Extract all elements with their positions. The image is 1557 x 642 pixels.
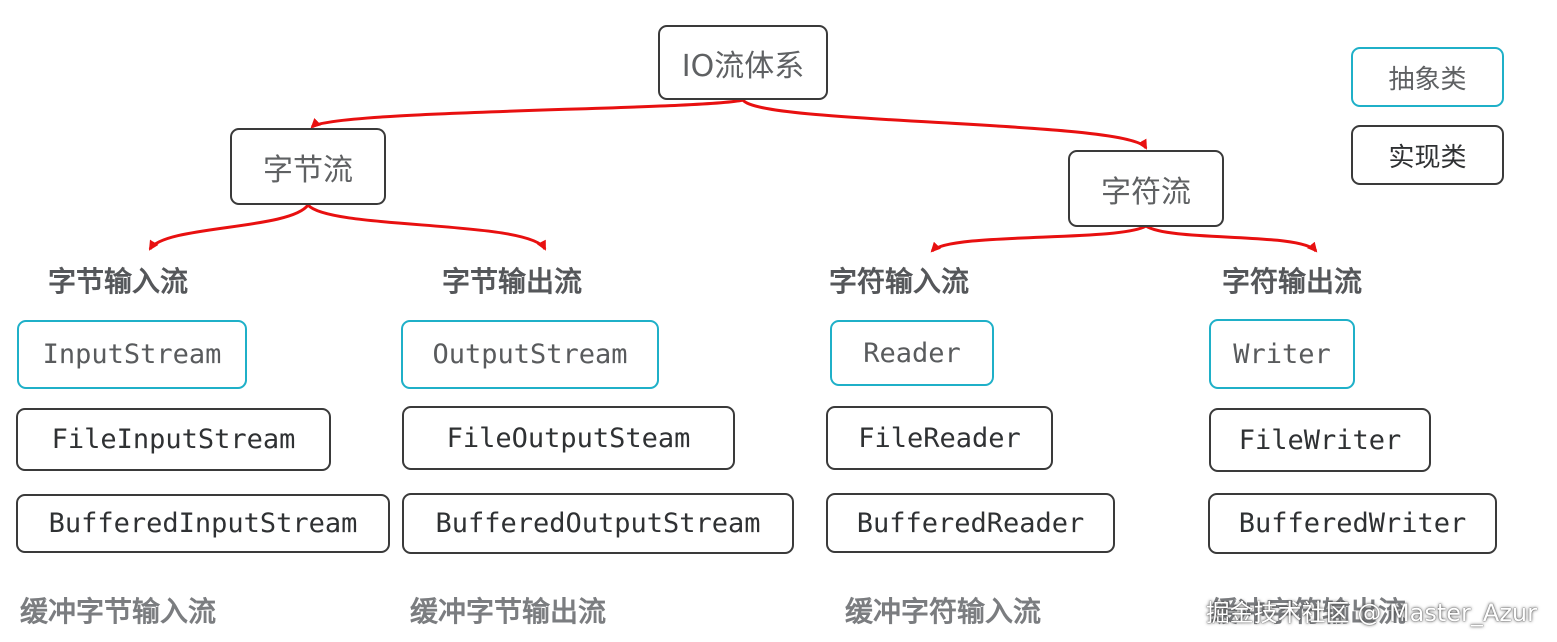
writer-box: Writer xyxy=(1209,319,1355,389)
arrow-byte-to-output xyxy=(306,203,547,251)
legend-abstract-box: 抽象类 xyxy=(1351,47,1504,107)
buffered-char-output-caption: 缓冲字符输出流 xyxy=(1210,595,1407,628)
arrow-byte-to-input xyxy=(148,203,310,251)
input-stream-box: InputStream xyxy=(17,320,247,389)
char-output-heading: 字符输出流 xyxy=(1222,265,1363,298)
input-stream-label: InputStream xyxy=(42,339,222,370)
arrow-root-to-char-stream xyxy=(741,98,1148,150)
arrow-char-to-output xyxy=(1145,224,1318,253)
byte-input-heading: 字节输入流 xyxy=(48,265,189,298)
arrow-char-to-input xyxy=(930,224,1147,253)
legend-abstract-label: 抽象类 xyxy=(1388,64,1467,95)
buffered-byte-input-caption: 缓冲字节输入流 xyxy=(20,595,217,628)
watermark: 掘金技术社区 @ Master_Azur xyxy=(1205,599,1537,627)
buffered-output-stream-label: BufferedOutputStream xyxy=(435,508,761,539)
buffered-input-stream-box: BufferedInputStream xyxy=(16,494,390,553)
char-stream-label: 字符流 xyxy=(1101,174,1191,210)
file-reader-box: FileReader xyxy=(826,406,1053,470)
root-node-label: IO流体系 xyxy=(681,48,805,84)
byte-stream-node: 字节流 xyxy=(230,128,386,205)
legend-concrete-label: 实现类 xyxy=(1388,142,1467,173)
buffered-byte-output-caption: 缓冲字节输出流 xyxy=(410,595,607,628)
buffered-char-input-caption: 缓冲字符输入流 xyxy=(845,595,1042,628)
reader-label: Reader xyxy=(863,337,961,369)
file-input-stream-box: FileInputStream xyxy=(16,408,331,471)
file-writer-box: FileWriter xyxy=(1209,408,1431,472)
byte-stream-label: 字节流 xyxy=(263,152,353,188)
char-input-heading: 字符输入流 xyxy=(829,265,970,298)
byte-output-heading: 字节输出流 xyxy=(442,265,583,298)
legend-concrete-box: 实现类 xyxy=(1351,125,1504,185)
buffered-reader-label: BufferedReader xyxy=(856,507,1085,539)
file-writer-label: FileWriter xyxy=(1238,424,1402,456)
file-reader-label: FileReader xyxy=(858,422,1021,454)
file-output-stream-box: FileOutputSteam xyxy=(402,406,735,470)
writer-label: Writer xyxy=(1233,338,1331,370)
char-stream-node: 字符流 xyxy=(1068,150,1224,227)
reader-box: Reader xyxy=(830,320,994,386)
file-output-stream-label: FileOutputSteam xyxy=(446,422,691,454)
buffered-input-stream-label: BufferedInputStream xyxy=(48,508,358,539)
arrow-root-to-byte-stream xyxy=(310,98,744,129)
buffered-writer-box: BufferedWriter xyxy=(1208,493,1497,554)
root-node: IO流体系 xyxy=(658,25,828,100)
file-input-stream-label: FileInputStream xyxy=(51,424,296,455)
output-stream-label: OutputStream xyxy=(432,339,628,370)
buffered-writer-label: BufferedWriter xyxy=(1238,508,1467,539)
buffered-output-stream-box: BufferedOutputStream xyxy=(402,493,794,554)
output-stream-box: OutputStream xyxy=(401,320,659,389)
buffered-reader-box: BufferedReader xyxy=(826,493,1115,553)
